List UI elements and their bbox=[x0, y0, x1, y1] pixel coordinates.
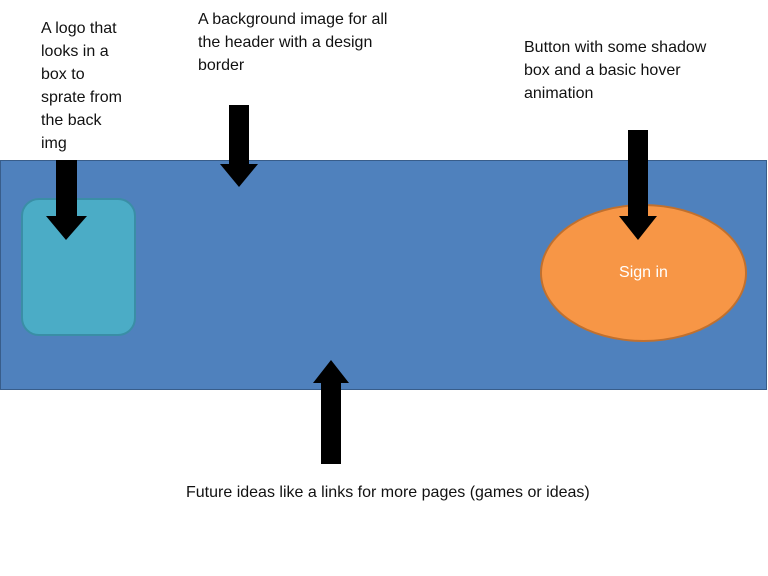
sign-in-label: Sign in bbox=[619, 264, 668, 281]
button-annotation: Button with some shadow box and a basic … bbox=[524, 39, 707, 102]
future-ideas-annotation: Future ideas like a links for more pages… bbox=[186, 484, 590, 501]
sign-in-button[interactable]: Sign in bbox=[540, 204, 747, 342]
background-annotation: A background image for all the header wi… bbox=[198, 11, 388, 74]
logo-box bbox=[21, 198, 136, 336]
logo-annotation: A logo that looks in a box to sprate fro… bbox=[41, 20, 122, 152]
